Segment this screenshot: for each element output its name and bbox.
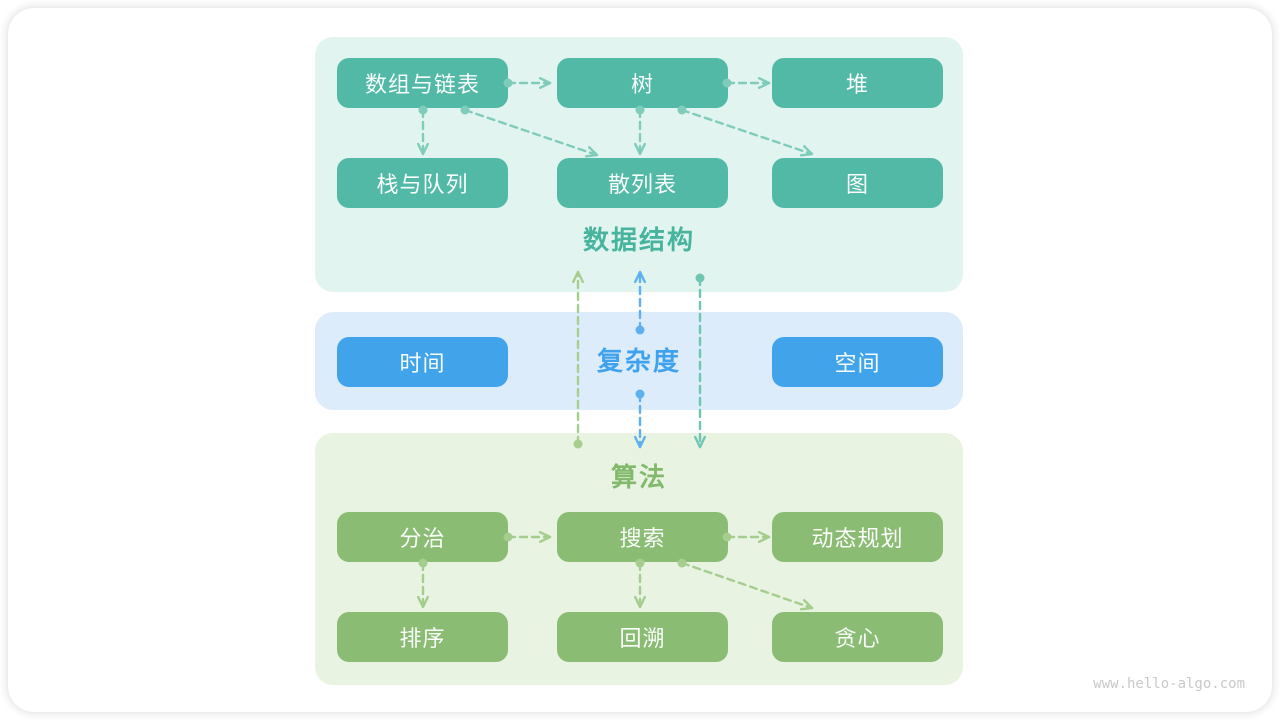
node-stack-queue: 栈与队列 — [337, 158, 508, 208]
node-greedy: 贪心 — [772, 612, 943, 662]
complexity-label: 复杂度 — [596, 346, 681, 376]
node-divide-conquer: 分治 — [337, 512, 508, 562]
node-hash-table: 散列表 — [557, 158, 728, 208]
node-dynamic-programming: 动态规划 — [772, 512, 943, 562]
node-graph: 图 — [772, 158, 943, 208]
node-sorting: 排序 — [337, 612, 508, 662]
data-structures-label: 数据结构 — [582, 225, 695, 255]
node-array-linked-list: 数组与链表 — [337, 58, 508, 108]
node-search: 搜索 — [557, 512, 728, 562]
node-backtracking: 回溯 — [557, 612, 728, 662]
node-space: 空间 — [772, 337, 943, 387]
algorithms-label: 算法 — [610, 462, 667, 492]
watermark-url: www.hello-algo.com — [1093, 676, 1245, 692]
node-tree: 树 — [557, 58, 728, 108]
node-heap: 堆 — [772, 58, 943, 108]
node-time: 时间 — [337, 337, 508, 387]
